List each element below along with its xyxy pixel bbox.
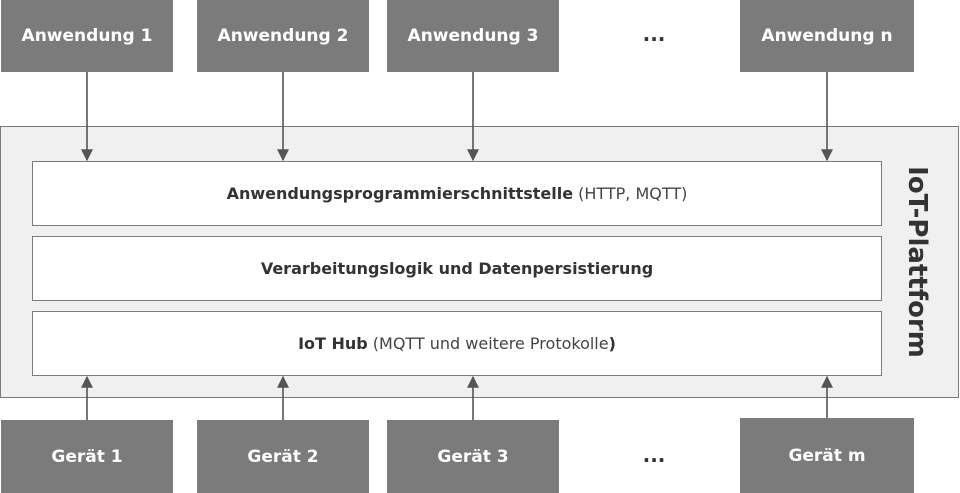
application-label: Anwendung 1: [21, 26, 153, 46]
application-box-3: Anwendung 3: [387, 0, 559, 72]
logic-layer: Verarbeitungslogik und Datenpersistierun…: [32, 236, 882, 301]
device-box-1: Gerät 1: [1, 420, 173, 493]
application-box-1: Anwendung 1: [1, 0, 173, 72]
device-label: Gerät 3: [437, 446, 509, 467]
hub-layer-detail-closing: ): [608, 334, 616, 353]
device-box-3: Gerät 3: [387, 420, 559, 493]
device-label: Gerät 2: [247, 446, 319, 467]
application-ellipsis: ...: [642, 22, 666, 46]
hub-layer-detail: (MQTT und weitere Protokolle): [373, 334, 616, 353]
api-layer-name: Anwendungsprogrammierschnittstelle: [226, 184, 574, 203]
api-layer: Anwendungsprogrammierschnittstelle(HTTP,…: [32, 161, 882, 226]
application-label: Anwendung 3: [407, 26, 539, 46]
application-label: Anwendung 2: [217, 26, 349, 46]
hub-layer-detail-text: (MQTT und weitere Protokolle: [372, 334, 609, 353]
application-box-2: Anwendung 2: [197, 0, 369, 72]
hub-layer-name: IoT Hub: [298, 334, 368, 353]
hub-layer: IoT Hub(MQTT und weitere Protokolle): [32, 311, 882, 376]
device-ellipsis: ...: [642, 443, 666, 467]
device-box-m: Gerät m: [740, 418, 914, 493]
api-layer-detail: (HTTP, MQTT): [578, 184, 688, 203]
application-box-n: Anwendung n: [740, 0, 914, 72]
device-label: Gerät m: [788, 445, 866, 466]
application-label: Anwendung n: [761, 26, 893, 46]
device-box-2: Gerät 2: [197, 420, 369, 493]
device-label: Gerät 1: [51, 446, 123, 467]
logic-layer-name: Verarbeitungslogik und Datenpersistierun…: [260, 259, 654, 278]
